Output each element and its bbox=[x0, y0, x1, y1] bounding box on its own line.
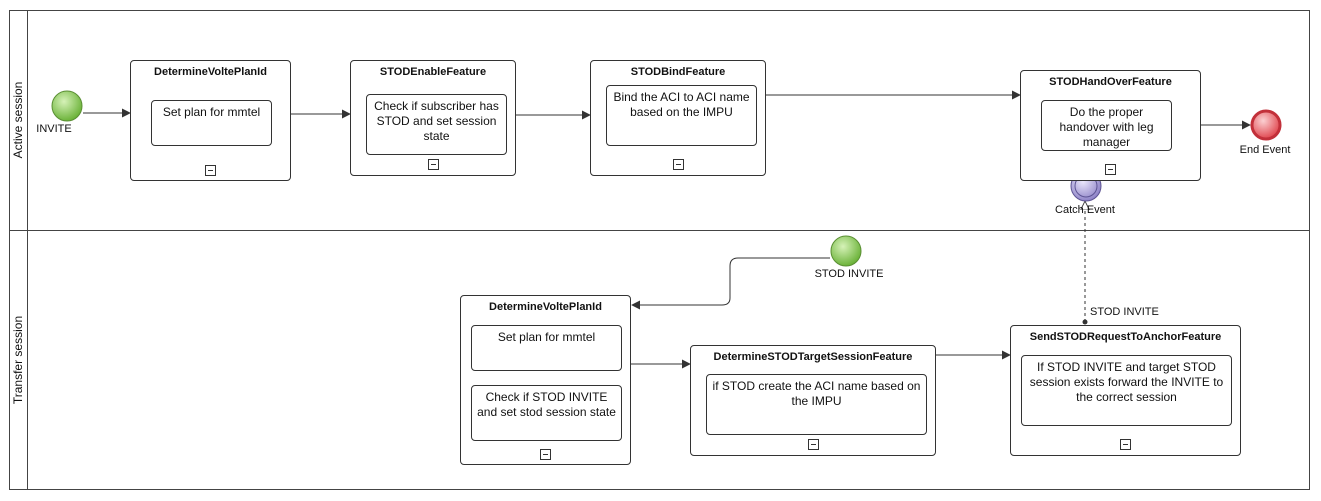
collapse-icon[interactable] bbox=[540, 449, 551, 460]
subtask-set-plan: Set plan for mmtel bbox=[151, 100, 272, 146]
task-stod-handover-feature[interactable]: STODHandOverFeature Do the proper handov… bbox=[1020, 70, 1201, 181]
start-event-stod-invite bbox=[830, 235, 862, 267]
task-stod-bind-feature[interactable]: STODBindFeature Bind the ACI to ACI name… bbox=[590, 60, 766, 176]
collapse-icon[interactable] bbox=[808, 439, 819, 450]
subtask-handover: Do the proper handover with leg manager bbox=[1041, 100, 1172, 151]
task-title: SendSTODRequestToAnchorFeature bbox=[1029, 331, 1222, 343]
task-title: DetermineSTODTargetSessionFeature bbox=[713, 351, 913, 363]
subtask-check-stod-invite: Check if STOD INVITE and set stod sessio… bbox=[471, 385, 622, 441]
subtask-set-plan: Set plan for mmtel bbox=[471, 325, 622, 371]
catch-event-label: Catch Event bbox=[1055, 204, 1115, 216]
collapse-icon[interactable] bbox=[1105, 164, 1116, 175]
task-title: DetermineVoltePlanId bbox=[154, 66, 267, 78]
lane-divider bbox=[9, 230, 1310, 231]
subtask-bind-aci: Bind the ACI to ACI name based on the IM… bbox=[606, 85, 757, 146]
task-title: DetermineVoltePlanId bbox=[489, 301, 602, 313]
task-stod-enable-feature[interactable]: STODEnableFeature Check if subscriber ha… bbox=[350, 60, 516, 176]
task-determine-volte-plan-id[interactable]: DetermineVoltePlanId Set plan for mmtel bbox=[130, 60, 291, 181]
task-title: STODEnableFeature bbox=[379, 66, 487, 78]
task-title: STODHandOverFeature bbox=[1049, 76, 1172, 88]
subtask-forward-invite: If STOD INVITE and target STOD session e… bbox=[1021, 355, 1232, 426]
task-send-stod-request-to-anchor[interactable]: SendSTODRequestToAnchorFeature If STOD I… bbox=[1010, 325, 1241, 456]
start-event-invite bbox=[51, 90, 83, 122]
task-determine-volte-plan-id-transfer[interactable]: DetermineVoltePlanId Set plan for mmtel … bbox=[460, 295, 631, 465]
collapse-icon[interactable] bbox=[428, 159, 439, 170]
pool bbox=[9, 10, 1310, 490]
collapse-icon[interactable] bbox=[1120, 439, 1131, 450]
task-title: STODBindFeature bbox=[630, 66, 726, 78]
subtask-create-aci-name: if STOD create the ACI name based on the… bbox=[706, 374, 927, 435]
collapse-icon[interactable] bbox=[673, 159, 684, 170]
message-flow-label: STOD INVITE bbox=[1090, 306, 1159, 318]
end-event-label: End Event bbox=[1239, 144, 1291, 156]
collapse-icon[interactable] bbox=[205, 165, 216, 176]
start-event-stod-invite-label: STOD INVITE bbox=[814, 268, 884, 280]
task-determine-stod-target-session[interactable]: DetermineSTODTargetSessionFeature if STO… bbox=[690, 345, 936, 456]
end-event bbox=[1250, 109, 1282, 141]
subtask-check-subscriber: Check if subscriber has STOD and set ses… bbox=[366, 94, 507, 155]
flow-stodinvite-to-determine bbox=[631, 257, 830, 310]
start-event-invite-label: INVITE bbox=[36, 123, 72, 135]
lane-header-divider bbox=[27, 10, 28, 490]
